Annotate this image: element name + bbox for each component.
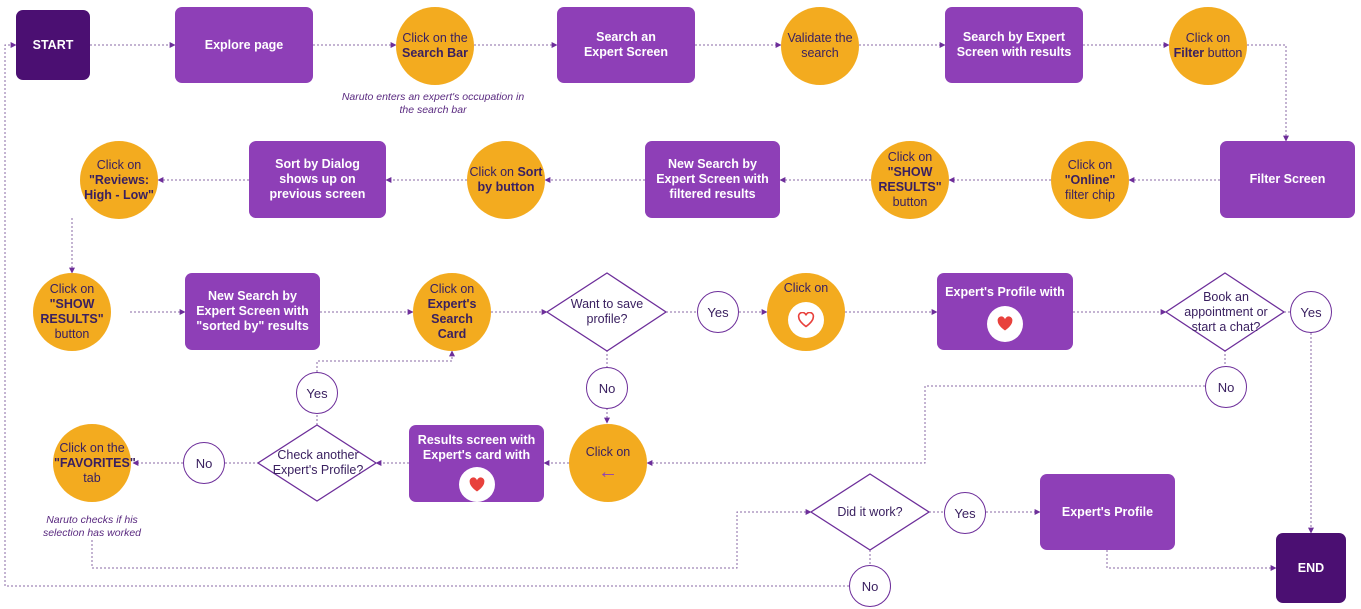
explore-page-node: Explore page — [175, 7, 313, 83]
answer-no: No — [849, 565, 891, 607]
connector — [1247, 44, 1289, 142]
heart-filled-icon — [997, 316, 1013, 331]
expert-profile-with-node: Expert's Profile with — [937, 273, 1073, 350]
answer-no: No — [586, 367, 628, 409]
click-show-results-2-node: Click on "SHOW RESULTS" button — [33, 273, 111, 351]
sort-dialog-node: Sort by Dialog shows up on previous scre… — [249, 141, 386, 218]
click-filter-button-node: Click on Filter button — [1169, 7, 1247, 85]
connector — [4, 42, 849, 587]
click-search-bar-node: Click on the Search Bar — [396, 7, 474, 85]
answer-yes: Yes — [697, 291, 739, 333]
click-sort-button-node: Click on Sort by button — [467, 141, 545, 219]
connector — [316, 350, 455, 372]
click-search-card-node: Click on Expert's Search Card — [413, 273, 491, 351]
start-node: START — [16, 10, 90, 80]
decision-did-it-work: Did it work? — [837, 504, 903, 519]
search-expert-screen-node: Search an Expert Screen — [557, 7, 695, 83]
heart-filled-icon — [469, 476, 484, 492]
decision-check-another: Check another Expert's Profile? — [272, 448, 364, 477]
decision-check-another-shape — [256, 424, 378, 502]
click-back-node: Click on ← — [569, 424, 647, 502]
search-results-screen-node: Search by Expert Screen with results — [945, 7, 1083, 83]
filter-screen-node: Filter Screen — [1220, 141, 1355, 218]
new-search-sorted-node: New Search by Expert Screen with "sorted… — [185, 273, 320, 350]
click-show-results-1-node: Click on "SHOW RESULTS" button — [871, 141, 949, 219]
click-online-chip-node: Click on "Online" filter chip — [1051, 141, 1129, 219]
connector — [1106, 550, 1277, 571]
decision-book: Book an appointment or start a chat? — [1184, 289, 1268, 334]
click-heart-node: Click on — [767, 273, 845, 351]
connector — [91, 509, 812, 569]
results-screen-node: Results screen with Expert's card with — [409, 425, 544, 502]
decision-want-save: Want to save profile? — [570, 297, 644, 326]
decision-did-it-work-shape — [809, 473, 931, 551]
heart-badge — [458, 467, 495, 502]
answer-yes: Yes — [1290, 291, 1332, 333]
heart-badge[interactable] — [788, 302, 824, 338]
connector — [646, 385, 1205, 466]
heart-badge — [987, 306, 1023, 342]
expert-profile-node: Expert's Profile — [1040, 474, 1175, 550]
decision-want-save-shape — [545, 272, 668, 352]
validate-search-node: Validate the search — [781, 7, 859, 85]
end-node: END — [1276, 533, 1346, 603]
decision-book-shape — [1164, 272, 1286, 352]
answer-no: No — [1205, 366, 1247, 408]
heart-outline-icon — [797, 312, 815, 328]
arrow-left-icon: ← — [598, 460, 618, 483]
answer-yes: Yes — [296, 372, 338, 414]
favorites-note: Naruto checks if his selection has worke… — [42, 514, 142, 539]
answer-no: No — [183, 442, 225, 484]
answer-yes: Yes — [944, 492, 986, 534]
click-reviews-node: Click on "Reviews: High - Low" — [80, 141, 158, 219]
new-search-filtered-node: New Search by Expert Screen with filtere… — [645, 141, 780, 218]
search-note: Naruto enters an expert's occupation in … — [341, 91, 525, 116]
click-favorites-node: Click on the "FAVORITES" tab — [53, 424, 136, 502]
